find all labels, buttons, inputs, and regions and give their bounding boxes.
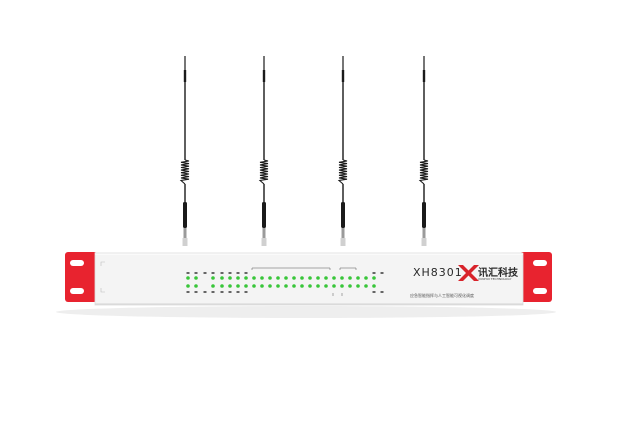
led-label-mark <box>211 272 215 274</box>
status-led <box>211 284 215 288</box>
status-led <box>308 284 312 288</box>
status-led <box>194 284 198 288</box>
status-led <box>252 276 256 280</box>
antenna-group <box>179 56 429 246</box>
led-label-marks <box>186 272 384 293</box>
status-led <box>252 284 256 288</box>
status-led <box>260 276 264 280</box>
led-label-mark <box>186 291 190 293</box>
status-led <box>260 284 264 288</box>
led-label-mark <box>244 272 248 274</box>
status-led <box>356 276 360 280</box>
status-led <box>340 276 344 280</box>
status-led <box>308 276 312 280</box>
status-led <box>324 276 328 280</box>
status-led <box>228 284 232 288</box>
status-led <box>186 276 190 280</box>
antenna-4 <box>418 56 429 246</box>
status-led <box>292 284 296 288</box>
status-led <box>276 284 280 288</box>
brand-logo-icon <box>458 265 479 281</box>
status-led <box>268 276 272 280</box>
brand-name: 讯汇科技 <box>478 268 518 279</box>
led-label-mark <box>211 291 215 293</box>
led-label-mark <box>380 272 384 274</box>
status-led <box>300 276 304 280</box>
status-led <box>364 276 368 280</box>
status-led <box>300 284 304 288</box>
status-led <box>372 284 376 288</box>
status-led <box>220 284 224 288</box>
status-led <box>364 284 368 288</box>
led-label-mark <box>228 291 232 293</box>
led-label-mark <box>244 291 248 293</box>
left-rack-ear <box>65 252 97 302</box>
led-label-mark <box>203 272 207 274</box>
status-led <box>284 276 288 280</box>
status-led <box>372 276 376 280</box>
led-label-mark <box>372 272 376 274</box>
status-led <box>236 284 240 288</box>
led-label-mark <box>194 272 198 274</box>
status-led <box>284 284 288 288</box>
led-label-mark <box>194 291 198 293</box>
led-label-mark <box>236 291 240 293</box>
status-led <box>348 276 352 280</box>
status-led <box>268 284 272 288</box>
status-led <box>332 276 336 280</box>
led-label-mark <box>236 272 240 274</box>
led-label-mark <box>380 291 384 293</box>
status-led <box>356 284 360 288</box>
status-led <box>276 276 280 280</box>
status-led <box>324 284 328 288</box>
status-led <box>228 276 232 280</box>
led-label-mark <box>203 291 207 293</box>
status-led <box>244 276 248 280</box>
status-led-panel <box>186 276 376 288</box>
brand-subtitle: XUNHUI TECHNOLOGY <box>478 277 512 281</box>
status-led <box>220 276 224 280</box>
status-led <box>211 276 215 280</box>
status-led <box>186 284 190 288</box>
antenna-1 <box>179 56 190 246</box>
antenna-3 <box>337 56 348 246</box>
led-label-mark <box>220 272 224 274</box>
status-led <box>292 276 296 280</box>
status-led <box>194 276 198 280</box>
led-label-mark <box>372 291 376 293</box>
status-led <box>316 284 320 288</box>
status-led <box>340 284 344 288</box>
right-rack-ear <box>520 252 552 302</box>
led-label-mark <box>186 272 190 274</box>
led-label-mark <box>228 272 232 274</box>
status-led <box>316 276 320 280</box>
status-led <box>332 284 336 288</box>
model-label: XH8301 <box>413 266 463 279</box>
led-group-markers <box>251 267 357 296</box>
led-label-mark <box>220 291 224 293</box>
status-led <box>244 284 248 288</box>
product-description: 应急智能指挥与人工智能可视化调度 <box>410 293 474 298</box>
antenna-2 <box>258 56 269 246</box>
status-led <box>348 284 352 288</box>
device-shadow <box>56 306 556 318</box>
status-led <box>236 276 240 280</box>
